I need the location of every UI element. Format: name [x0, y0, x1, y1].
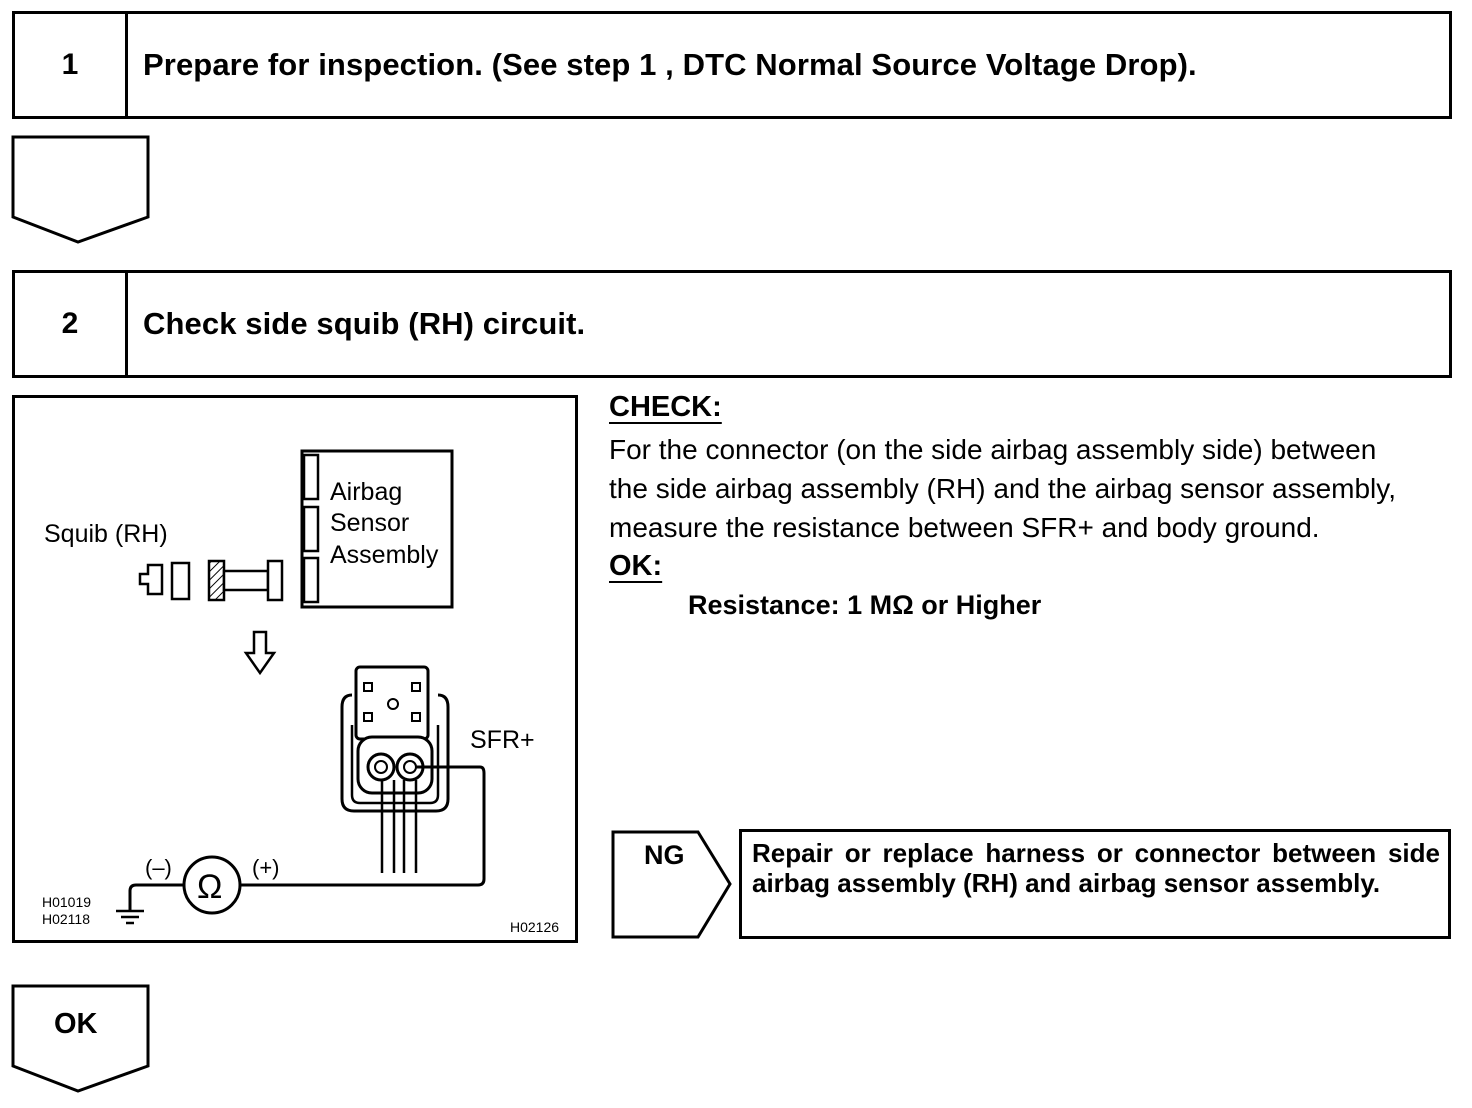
squib-connector-body: [170, 561, 191, 601]
check-heading: CHECK:: [609, 391, 722, 423]
sensor-connector-slot-2: [302, 505, 320, 553]
step-2-number: 2: [15, 273, 128, 375]
ok-resistance-value: Resistance: 1 MΩ or Higher: [688, 590, 1042, 620]
step-1-number: 1: [15, 14, 128, 116]
ng-result-box: [739, 829, 1451, 939]
ok-heading: OK:: [609, 550, 663, 582]
ref-code-left-1: H01019: [42, 894, 92, 910]
ng-label: NG: [644, 840, 685, 870]
minus-label: (–): [145, 855, 172, 880]
check-line-1: For the connector (on the side airbag as…: [609, 434, 1377, 465]
ng-arrow-icon: [611, 830, 732, 939]
ohm-symbol: Ω: [197, 868, 223, 906]
airbag-sensor-box: [300, 449, 454, 609]
diagram-panel: [12, 395, 578, 943]
step-2-title: Check side squib (RH) circuit.: [143, 306, 586, 341]
check-line-3: measure the resistance between SFR+ and …: [609, 512, 1320, 543]
sensor-label-line-3: Assembly: [330, 541, 439, 569]
ng-result-text: Repair or replace harness or connector b…: [752, 838, 1440, 898]
hatched-connector: [207, 559, 226, 602]
sensor-connector-slot-3: [302, 556, 320, 604]
step-1-title: Prepare for inspection. (See step 1 , DT…: [143, 47, 1197, 82]
test-lead-positive: [240, 765, 486, 887]
test-lead-negative: [128, 883, 184, 910]
step-1-box: 1 Prepare for inspection. (See step 1 , …: [12, 11, 1452, 119]
harness-connector-body: [222, 569, 270, 592]
ref-code-right: H02126: [510, 919, 560, 935]
sensor-label-line-1: Airbag: [330, 478, 403, 506]
down-arrow-icon: [243, 630, 277, 676]
plus-label: (+): [252, 855, 280, 880]
squib-rh-label: Squib (RH): [44, 520, 168, 548]
harness-connector-end: [266, 559, 284, 602]
terminal-left: [366, 752, 396, 782]
ref-code-left-2: H02118: [42, 911, 91, 927]
sensor-connector-slot-1: [302, 453, 320, 501]
step-2-box: 2 Check side squib (RH) circuit.: [12, 270, 1452, 378]
squib-plug-icon: [138, 563, 164, 596]
flow-down-arrow-icon: [11, 135, 150, 244]
connector-diagram: [116, 449, 486, 925]
sensor-label-line-2: Sensor: [330, 509, 410, 537]
ok-arrow-label: OK: [54, 1008, 98, 1040]
sfr-plus-label: SFR+: [470, 726, 535, 754]
check-line-2: the side airbag assembly (RH) and the ai…: [609, 473, 1396, 504]
ok-arrow-icon: [11, 984, 150, 1093]
